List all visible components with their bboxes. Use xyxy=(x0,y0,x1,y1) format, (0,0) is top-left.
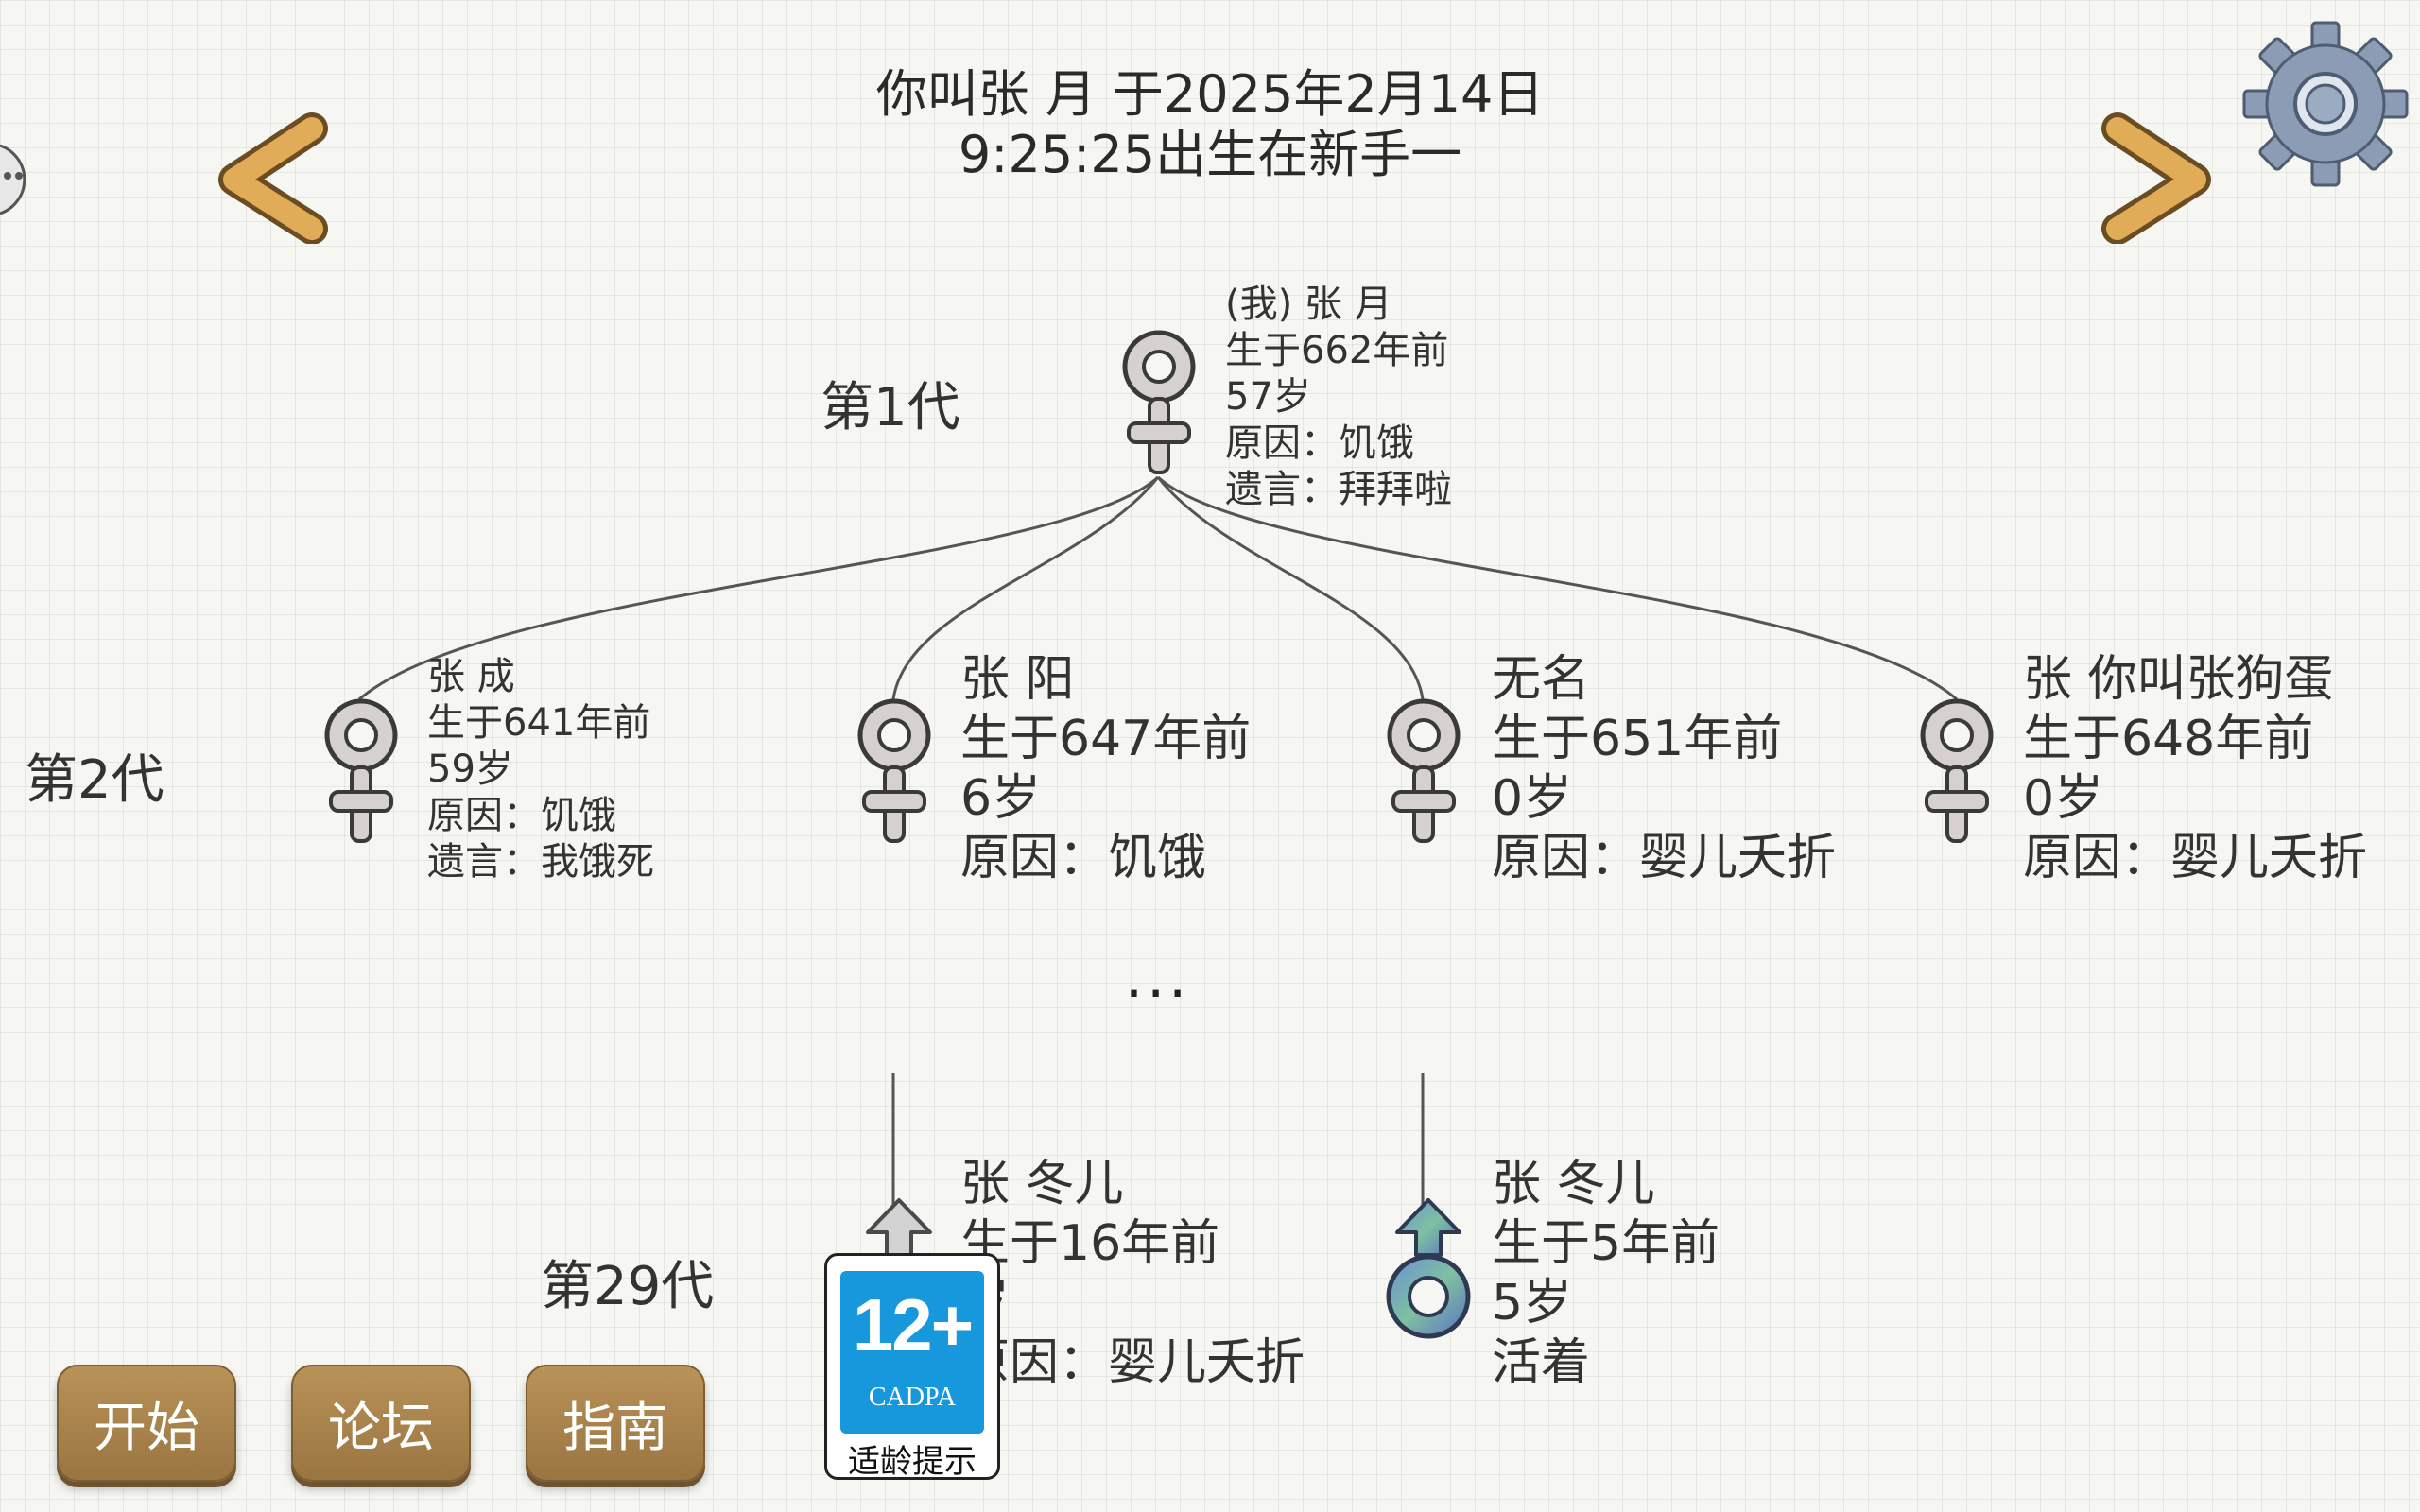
female-symbol-icon[interactable] xyxy=(1910,690,2004,850)
person-birth: 生于16年前 xyxy=(960,1215,1220,1272)
person-last-words: 遗言：拜拜啦 xyxy=(1225,468,1452,511)
person-info-gen29-2: 张 冬儿 生于5年前 5岁 活着 xyxy=(1492,1155,1720,1393)
chevron-left-icon[interactable] xyxy=(208,112,331,244)
person-birth: 生于647年前 xyxy=(960,711,1252,767)
generation-label-29: 第29代 xyxy=(541,1256,715,1317)
chevron-right-icon[interactable] xyxy=(2099,112,2221,244)
age-rating-tip: 适龄提示 xyxy=(848,1443,977,1481)
person-info-gen2-2: 张 阳 生于647年前 6岁 原因：饥饿 xyxy=(960,650,1251,888)
person-name: 无名 xyxy=(1492,651,1591,708)
birth-info-title: 你叫张 月 于2025年2月14日 9:25:25出生在新手一 xyxy=(0,64,2420,185)
female-symbol-icon[interactable] xyxy=(314,690,408,850)
person-name: 张 冬儿 xyxy=(1492,1156,1655,1212)
person-age: 5岁 xyxy=(1492,1275,1573,1332)
birth-info-line2: 9:25:25出生在新手一 xyxy=(958,125,1462,184)
person-age: 59岁 xyxy=(427,747,513,791)
start-button[interactable]: 开始 xyxy=(57,1365,236,1482)
person-info-gen2-1: 张 成 生于641年前 59岁 原因：饥饿 遗言：我饿死 xyxy=(427,654,654,885)
person-status: 活着 xyxy=(1492,1334,1591,1391)
male-symbol-icon[interactable] xyxy=(1376,1193,1480,1344)
generation-label-1: 第1代 xyxy=(821,377,960,438)
person-birth: 生于662年前 xyxy=(1225,329,1449,372)
person-info-root: (我) 张 月 生于662年前 57岁 原因：饥饿 遗言：拜拜啦 xyxy=(1225,282,1452,513)
person-info-gen2-4: 张 你叫张狗蛋 生于648年前 0岁 原因：婴儿夭折 xyxy=(2023,650,2367,888)
person-age: 0岁 xyxy=(2023,770,2104,827)
person-age: 6岁 xyxy=(960,770,1042,827)
person-birth: 生于648年前 xyxy=(2023,711,2314,767)
person-age: 岁 xyxy=(960,1274,1305,1333)
side-handle-icon[interactable] xyxy=(0,142,43,217)
person-name: 张 你叫张狗蛋 xyxy=(2023,651,2334,708)
person-death-cause: 原因：饥饿 xyxy=(1225,421,1414,465)
age-rating-badge: 12+ CADPA 适龄提示 xyxy=(824,1253,1000,1481)
forum-button[interactable]: 论坛 xyxy=(291,1365,471,1482)
female-symbol-icon[interactable] xyxy=(1376,690,1471,850)
person-death-cause: 原因：饥饿 xyxy=(960,830,1207,886)
female-symbol-icon[interactable] xyxy=(847,690,942,850)
age-rating-org: CADPA xyxy=(868,1383,957,1412)
person-name: 张 阳 xyxy=(960,651,1075,708)
generation-label-2: 第2代 xyxy=(25,749,164,811)
person-birth: 生于5年前 xyxy=(1492,1215,1720,1272)
person-age: 57岁 xyxy=(1225,375,1311,419)
person-death-cause: 原因：饥饿 xyxy=(427,794,616,837)
age-rating-panel: 12+ CADPA xyxy=(840,1271,984,1434)
person-last-words: 遗言：我饿死 xyxy=(427,840,654,884)
person-info-gen29-1: 张 冬儿 生于16年前 岁 原因：婴儿夭折 xyxy=(960,1155,1305,1393)
person-death-cause: 原因：婴儿夭折 xyxy=(1492,830,1837,886)
female-symbol-icon[interactable] xyxy=(1112,321,1206,482)
person-age: 0岁 xyxy=(1492,770,1573,827)
person-name: 张 成 xyxy=(427,655,515,698)
person-name: 张 冬儿 xyxy=(960,1156,1124,1212)
person-name: (我) 张 月 xyxy=(1225,283,1392,326)
generations-ellipsis: ... xyxy=(1125,945,1191,1011)
person-death-cause: 原因：婴儿夭折 xyxy=(960,1334,1305,1391)
person-death-cause: 原因：婴儿夭折 xyxy=(2023,830,2368,886)
guide-button[interactable]: 指南 xyxy=(526,1365,705,1482)
age-rating-value: 12+ xyxy=(852,1283,974,1366)
person-birth: 生于651年前 xyxy=(1492,711,1783,767)
gear-icon[interactable] xyxy=(2240,19,2411,189)
person-info-gen2-3: 无名 生于651年前 0岁 原因：婴儿夭折 xyxy=(1492,650,1836,888)
person-birth: 生于641年前 xyxy=(427,701,651,745)
birth-info-line1: 你叫张 月 于2025年2月14日 xyxy=(875,64,1545,124)
